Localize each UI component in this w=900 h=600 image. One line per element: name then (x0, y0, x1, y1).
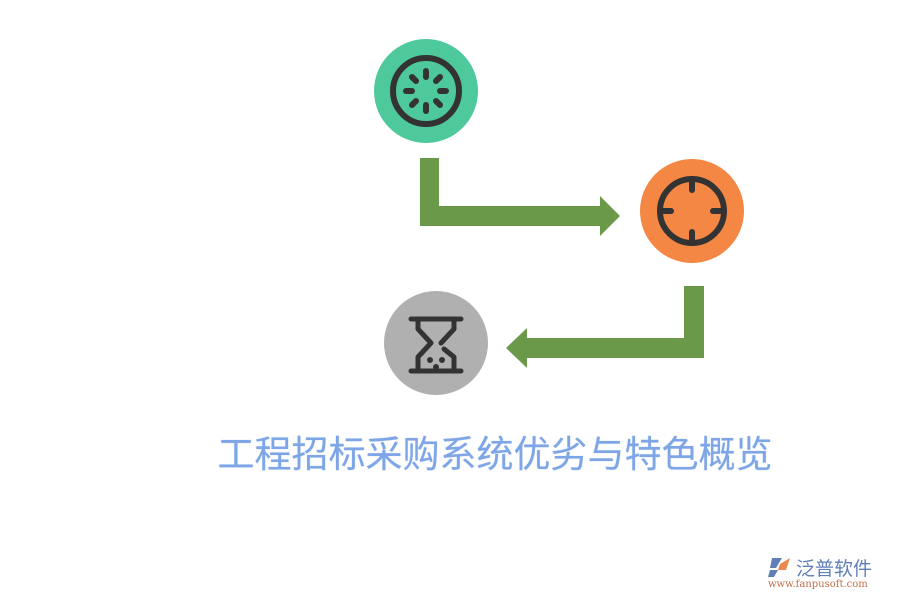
hourglass-icon (408, 316, 464, 374)
crosshair-target-icon (657, 176, 727, 246)
node-loading (374, 39, 478, 143)
logo-name: 泛普软件 (796, 558, 873, 580)
arrow-node1-to-node2 (420, 158, 620, 236)
diagram-title: 工程招标采购系统优劣与特色概览 (217, 433, 773, 476)
node-hourglass (384, 291, 488, 395)
brand-logo: 泛普软件 www.fanpusoft.com (766, 554, 896, 594)
logo-url: www.fanpusoft.com (768, 579, 868, 590)
node-target (640, 159, 744, 263)
loading-spinner-icon (390, 55, 462, 127)
logo-mark-icon (768, 558, 790, 577)
arrow-node2-to-node3 (506, 286, 704, 368)
